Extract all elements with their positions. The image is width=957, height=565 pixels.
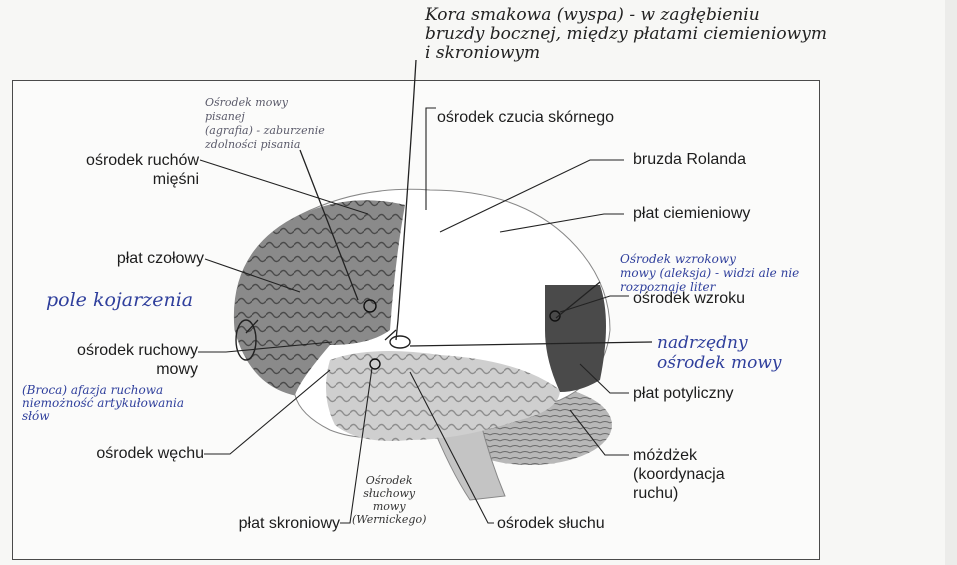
handwritten-wernicke-note: Ośrodek słuchowy mowy (Wernickego) <box>352 474 426 526</box>
label-cerebellum: móżdżek (koordynacja ruchu) <box>633 446 725 503</box>
label-smell-center: ośrodek węchu <box>50 444 204 463</box>
label-muscle-motor-center: ośrodek ruchów mięśni <box>34 151 199 189</box>
label-skin-sense-center: ośrodek czucia skórnego <box>437 108 614 127</box>
label-rolandic-fissure: bruzda Rolanda <box>633 150 746 169</box>
label-temporal-lobe: płat skroniowy <box>190 514 340 533</box>
handwritten-superior-speech-center: nadrzędny ośrodek mowy <box>657 333 781 373</box>
label-speech-motor-center: ośrodek ruchowy mowy <box>20 341 198 379</box>
handwritten-taste-cortex-note: Kora smakowa (wyspa) - w zagłębieniu bru… <box>425 6 827 63</box>
handwritten-broca-note: (Broca) afazja ruchowa niemożność artyku… <box>22 384 184 423</box>
label-occipital-lobe: płat potyliczny <box>633 384 734 403</box>
label-parietal-lobe: płat ciemieniowy <box>633 204 750 223</box>
handwritten-association-field: pole kojarzenia <box>46 290 193 311</box>
label-frontal-lobe: płat czołowy <box>60 249 204 268</box>
handwritten-alexia-note: Ośrodek wzrokowy mowy (aleksja) - widzi … <box>620 252 799 294</box>
label-hearing-center: ośrodek słuchu <box>497 514 605 533</box>
occipital-region <box>545 285 606 392</box>
handwritten-agraphia-note: Ośrodek mowy pisanej (agrafia) - zaburze… <box>205 96 325 152</box>
